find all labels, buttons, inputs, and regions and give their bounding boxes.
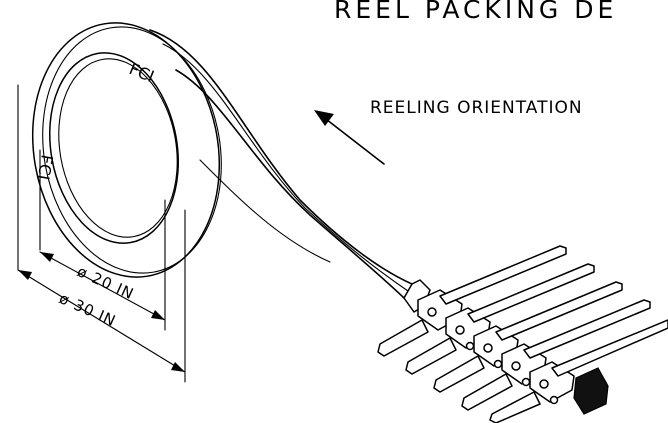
pins-upper [439,245,668,377]
reel-hub [49,52,179,244]
reeling-orientation-arrow-icon [314,110,385,165]
drawing-title: REEL PACKING DE [334,0,617,24]
diameter-dimensions [17,84,186,383]
connector-header [377,245,668,423]
pin-circles [427,307,559,405]
reeling-orientation-label: REELING ORIENTATION [370,98,583,118]
pins-lower [377,319,541,423]
outer-diameter-label: ø 30 IN [56,289,119,330]
carrier-tape [149,29,413,299]
strip-cut-end [573,367,609,415]
reel: FCI FCI [31,22,222,278]
reel-hub-inner-edge [58,58,178,238]
reel-back-flange [42,26,222,274]
